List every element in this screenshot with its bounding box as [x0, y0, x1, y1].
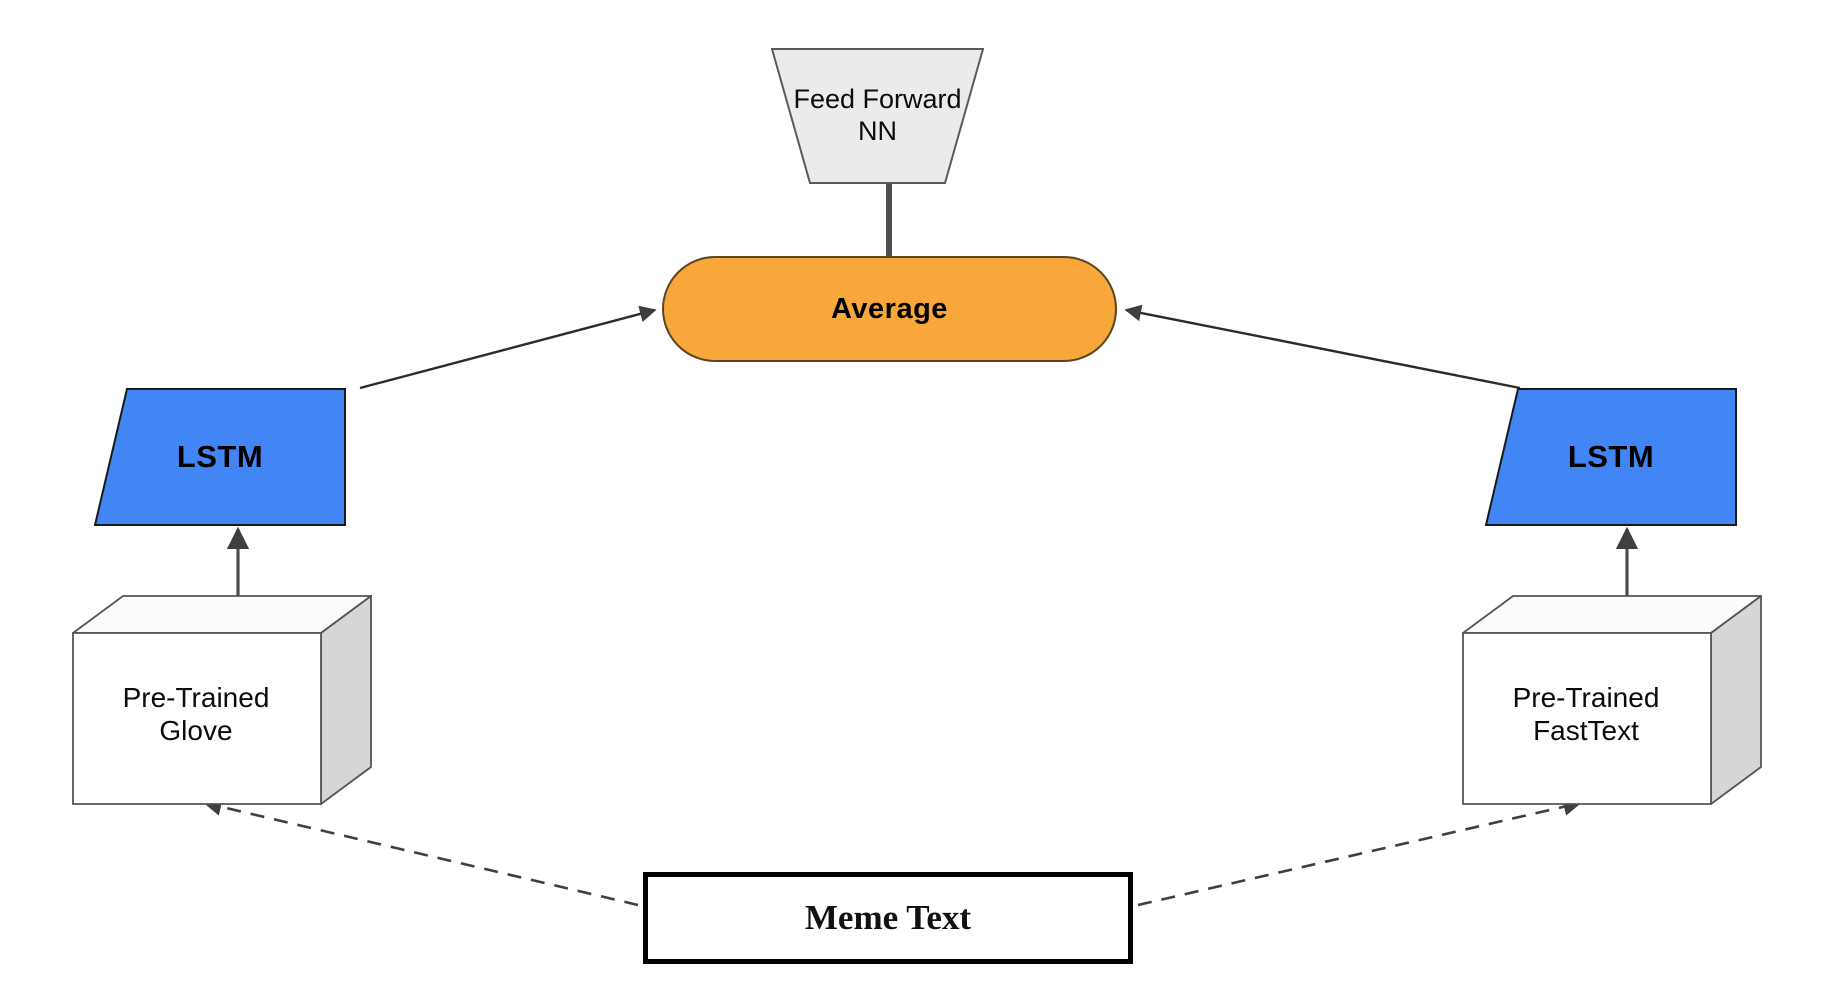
trapezoid-shape	[1485, 388, 1737, 526]
inverted-trapezoid-shape	[771, 48, 984, 184]
edge-lstm-right-to-average	[1124, 304, 1521, 390]
rectangle-shape	[643, 872, 1133, 964]
cube-3d-shape	[72, 595, 372, 805]
trapezoid-shape	[94, 388, 346, 526]
node-lstm-right[interactable]: LSTM	[1485, 388, 1737, 526]
edge-meme-text-to-glove	[203, 797, 639, 907]
node-pretrained-glove[interactable]: Pre-Trained Glove	[72, 595, 372, 805]
node-feed-forward-nn[interactable]: Feed Forward NN	[771, 48, 984, 184]
cube-3d-shape	[1462, 595, 1762, 805]
stadium-shape	[662, 256, 1117, 362]
edge-meme-text-to-fasttext	[1137, 797, 1582, 907]
node-average[interactable]: Average	[662, 256, 1117, 362]
node-pretrained-fasttext[interactable]: Pre-Trained FastText	[1462, 595, 1762, 805]
node-meme-text[interactable]: Meme Text	[643, 872, 1133, 964]
edge-lstm-left-to-average	[359, 305, 657, 390]
node-lstm-left[interactable]: LSTM	[94, 388, 346, 526]
